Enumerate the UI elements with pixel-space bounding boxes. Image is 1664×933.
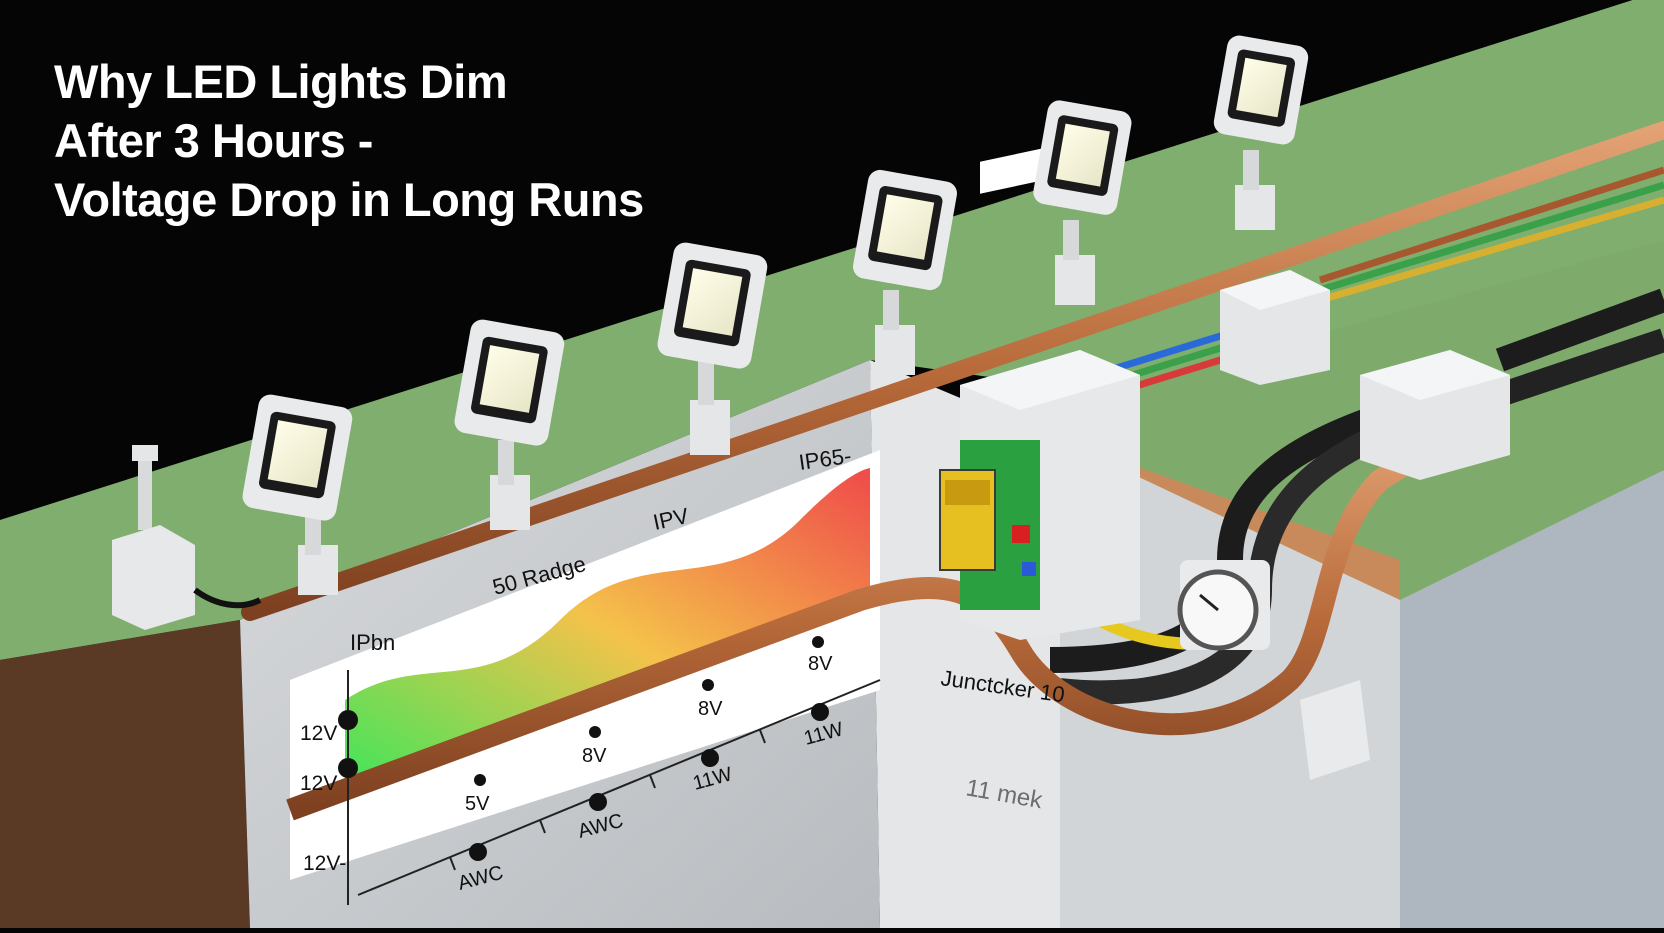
led-light-2 bbox=[454, 319, 565, 530]
graph-tick-1 bbox=[649, 774, 656, 789]
label-8v-b: 8V bbox=[698, 698, 723, 720]
graph-tick-2 bbox=[759, 729, 766, 744]
graph-tick-3 bbox=[539, 819, 546, 834]
wire-green bbox=[1318, 181, 1664, 294]
label-8v-c: 8V bbox=[808, 653, 833, 675]
wall-outlet-box bbox=[1300, 680, 1370, 780]
gradient-band bbox=[345, 468, 870, 790]
left-post-box bbox=[112, 445, 262, 630]
led-light-5 bbox=[1033, 100, 1132, 305]
gauge bbox=[1177, 560, 1270, 651]
led-light-4 bbox=[853, 169, 957, 375]
graph-tick-4 bbox=[449, 856, 456, 871]
marker-5v bbox=[474, 774, 486, 786]
title-line-3: Voltage Drop in Long Runs bbox=[54, 173, 644, 226]
page-title: Why LED Lights Dim After 3 Hours - Volta… bbox=[54, 52, 644, 229]
black-cable-4 bbox=[1496, 328, 1664, 407]
marker-11w-a bbox=[701, 749, 719, 767]
wire-brown bbox=[1318, 166, 1664, 284]
label-12v-c: 12V- bbox=[303, 852, 346, 875]
copper-cable bbox=[241, 121, 1664, 621]
junction-box-far-right bbox=[1360, 350, 1510, 480]
led-light-3 bbox=[657, 242, 768, 455]
wire-yellow bbox=[1319, 196, 1664, 304]
title-line-2: After 3 Hours - bbox=[54, 114, 373, 167]
label-ipbn: IPbn bbox=[350, 630, 395, 655]
label-12v-a: 12V bbox=[300, 722, 337, 745]
marker-awc-a bbox=[589, 793, 607, 811]
marker-awc-b bbox=[469, 843, 487, 861]
marker-12v-a bbox=[338, 710, 358, 730]
wall-trench-right bbox=[1060, 440, 1400, 928]
led-light-6 bbox=[1213, 35, 1309, 230]
label-8v-a: 8V bbox=[582, 745, 607, 767]
label-12v-b: 12V bbox=[300, 772, 337, 795]
title-line-1: Why LED Lights Dim bbox=[54, 55, 508, 108]
junction-box-right bbox=[1220, 270, 1330, 385]
black-cable-3 bbox=[1495, 288, 1664, 372]
led-light-1 bbox=[242, 394, 353, 595]
graph-axis-x bbox=[357, 679, 881, 896]
soil-left bbox=[0, 620, 250, 928]
label-5v: 5V bbox=[465, 793, 490, 815]
marker-11w-b bbox=[811, 703, 829, 721]
marker-12v-b bbox=[338, 758, 358, 778]
wall-right bbox=[1400, 470, 1664, 928]
marker-8v-a bbox=[589, 726, 601, 738]
wire-blue bbox=[1108, 326, 1242, 374]
marker-8v-b bbox=[702, 679, 714, 691]
marker-8v-c bbox=[812, 636, 824, 648]
